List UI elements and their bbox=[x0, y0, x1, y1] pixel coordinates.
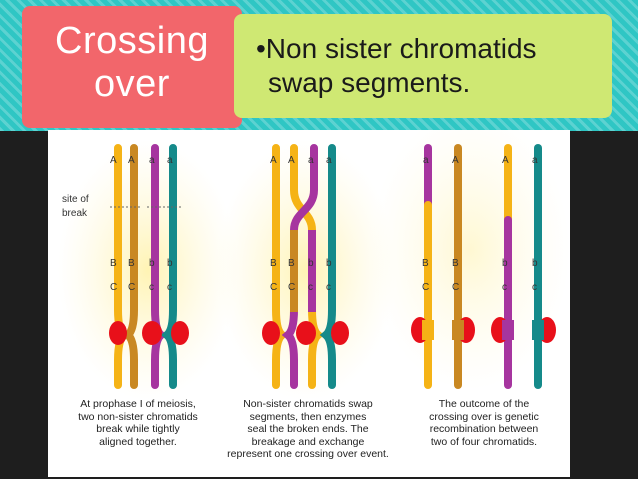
p1-letter-A2: A bbox=[128, 155, 135, 166]
p3-letter-2: A bbox=[452, 155, 459, 166]
p2-chromatid-a2 bbox=[319, 144, 336, 389]
p2-centromere-left bbox=[262, 321, 280, 345]
p2-letter-B1: B bbox=[270, 258, 277, 269]
p2-letter-A1: A bbox=[270, 155, 277, 166]
p1-centromere-right bbox=[171, 321, 189, 345]
panel-3-chromosomes bbox=[411, 144, 556, 389]
p1-letter-c2: c bbox=[167, 282, 172, 293]
p3-letter-C1: C bbox=[422, 282, 429, 293]
panel-2-chromosomes bbox=[262, 144, 349, 389]
p2-letter-b1: b bbox=[308, 258, 314, 269]
title-line-1: Crossing bbox=[55, 20, 209, 62]
p3-cover-4 bbox=[532, 320, 544, 340]
p1-letter-b2: b bbox=[167, 258, 173, 269]
p3-letter-c2: c bbox=[532, 282, 537, 293]
p1-letter-B1: B bbox=[110, 258, 117, 269]
bullet-box: •Non sister chromatids swap segments. bbox=[234, 14, 612, 118]
p3-letter-C2: C bbox=[452, 282, 459, 293]
diagram-svg: site of break A A a a B B b b C C c c A … bbox=[58, 130, 570, 400]
p2-letter-C2: C bbox=[288, 282, 295, 293]
p1-chromatid-a2 bbox=[160, 144, 177, 389]
bullet-line-2: swap segments. bbox=[268, 67, 471, 98]
glow-panel-2 bbox=[216, 140, 396, 400]
panel-1-chromosomes bbox=[109, 144, 189, 389]
p2-chromatid-a1-crossed bbox=[281, 144, 318, 389]
p1-letter-A1: A bbox=[110, 155, 117, 166]
p1-letter-b1: b bbox=[149, 258, 155, 269]
bullet-line-1: •Non sister chromatids bbox=[256, 33, 537, 64]
p2-letter-A2: A bbox=[288, 155, 295, 166]
p3-letter-b1: b bbox=[502, 258, 508, 269]
p3-cover-2 bbox=[452, 320, 464, 340]
caption-1-line-2: two non-sister chromatids bbox=[78, 410, 198, 423]
caption-3-line-1: The outcome of the bbox=[438, 398, 530, 410]
glow-panel-1 bbox=[58, 140, 238, 400]
caption-3-line-4: two of four chromatids. bbox=[430, 435, 538, 448]
title-line-2: over bbox=[94, 63, 170, 105]
title-box: Crossing over bbox=[22, 6, 242, 128]
p2-centromere-mid bbox=[296, 321, 316, 345]
p2-letter-B2: B bbox=[288, 258, 295, 269]
p3-letter-4: a bbox=[532, 155, 538, 166]
p3-letter-B2: B bbox=[452, 258, 459, 269]
p1-letter-a2: a bbox=[167, 155, 173, 166]
caption-3-line-2: crossing over is genetic bbox=[429, 410, 539, 423]
p2-letter-a1: a bbox=[308, 155, 314, 166]
crossing-over-diagram: site of break A A a a B B b b C C c c A … bbox=[48, 130, 570, 477]
caption-panel-2: Non-sister chromatids swap segments, the… bbox=[218, 398, 398, 461]
p2-letter-C1: C bbox=[270, 282, 277, 293]
p1-letter-c1: c bbox=[149, 282, 154, 293]
caption-2-line-1: Non-sister chromatids swap bbox=[243, 398, 373, 410]
p1-centromere-left bbox=[109, 321, 127, 345]
p3-letter-B1: B bbox=[422, 258, 429, 269]
p1-letter-C1: C bbox=[110, 282, 117, 293]
p1-chromatid-A2 bbox=[121, 144, 138, 389]
caption-2-line-5: represent one crossing over event. bbox=[227, 448, 389, 460]
p3-letter-b2: b bbox=[532, 258, 538, 269]
caption-3-line-3: recombination between bbox=[429, 423, 539, 435]
caption-2-line-2: segments, then enzymes bbox=[249, 410, 367, 423]
p1-letter-a1: a bbox=[149, 155, 155, 166]
caption-2-line-4: breakage and exchange bbox=[251, 435, 365, 448]
caption-panel-1: At prophase I of meiosis, two non-sister… bbox=[58, 398, 218, 448]
p3-letter-3: A bbox=[502, 155, 509, 166]
p2-letter-a2: a bbox=[326, 155, 332, 166]
caption-panel-3: The outcome of the crossing over is gene… bbox=[404, 398, 564, 448]
p2-letter-b2: b bbox=[326, 258, 332, 269]
p3-cover-1 bbox=[422, 320, 434, 340]
site-label-line-1: site of bbox=[62, 194, 89, 205]
p3-letter-1: a bbox=[423, 155, 429, 166]
caption-2-line-3: seal the broken ends. The bbox=[247, 423, 369, 435]
caption-1-line-1: At prophase I of meiosis, bbox=[80, 398, 196, 410]
p3-cover-3 bbox=[502, 320, 514, 340]
caption-1-line-4: aligned together. bbox=[99, 435, 177, 448]
site-label-line-2: break bbox=[62, 208, 88, 219]
p1-letter-B2: B bbox=[128, 258, 135, 269]
p2-centromere-right bbox=[331, 321, 349, 345]
p2-letter-c1: c bbox=[308, 282, 313, 293]
caption-1-line-3: break while tightly bbox=[96, 423, 180, 435]
p1-centromere-mid bbox=[142, 321, 162, 345]
p1-letter-C2: C bbox=[128, 282, 135, 293]
p2-letter-c2: c bbox=[326, 282, 331, 293]
p3-letter-c1: c bbox=[502, 282, 507, 293]
